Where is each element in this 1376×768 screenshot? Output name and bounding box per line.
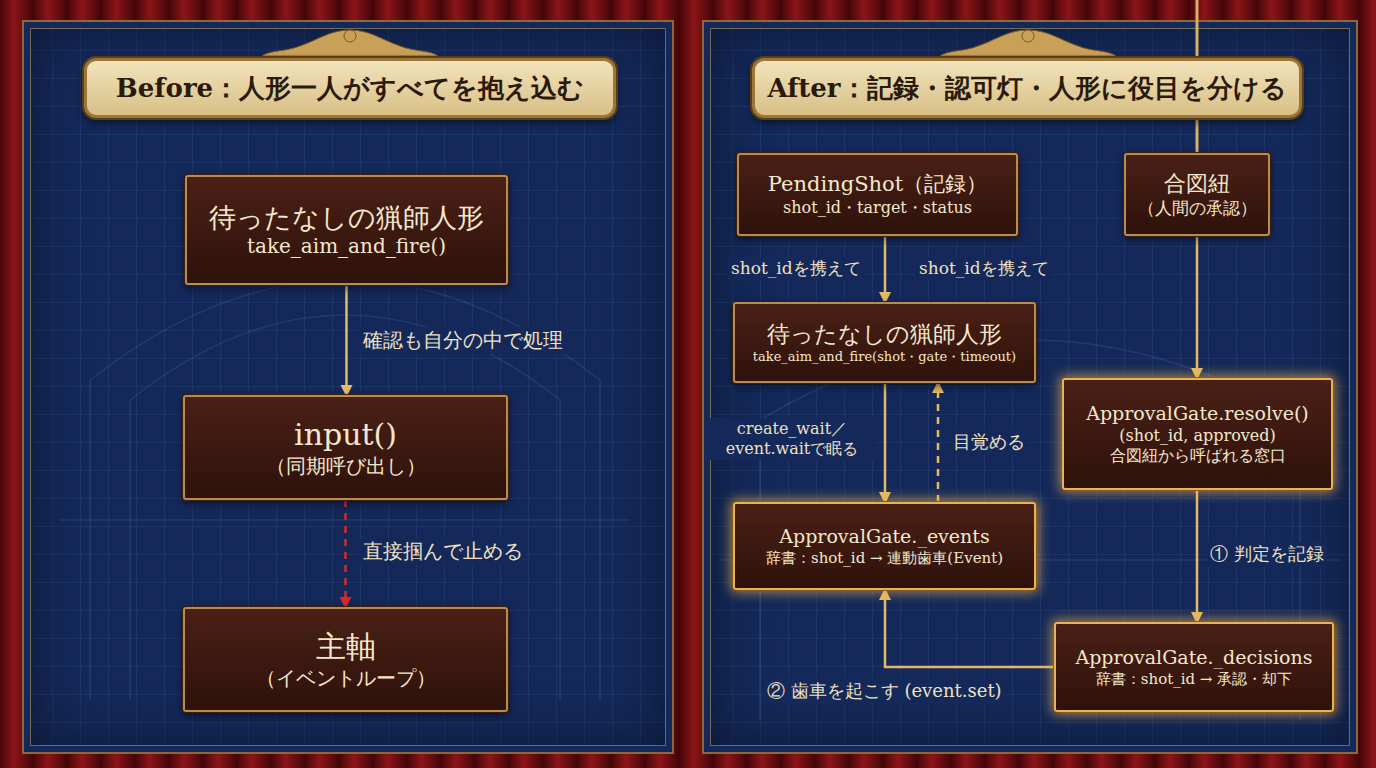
node-heading: Before：人形一人がすべてを抱え込む xyxy=(116,72,584,105)
connector-arrow xyxy=(884,236,887,302)
node-detail: （イベントループ） xyxy=(256,666,436,691)
record-box: PendingShot（記録）shot_id・target・status xyxy=(737,153,1018,236)
edge-label: 確認も自分の中で処理 xyxy=(360,327,566,354)
connector-arrow xyxy=(345,285,348,395)
edge-label: shot_idを携えて xyxy=(916,257,1052,280)
edge-label: ② 歯車を起こす (event.set) xyxy=(764,679,1005,704)
connector-arrow xyxy=(884,383,887,502)
node-heading: ApprovalGate._decisions xyxy=(1075,646,1312,670)
node-heading: input() xyxy=(294,416,397,454)
node-heading: PendingShot（記録） xyxy=(768,171,987,197)
dict-box: ApprovalGate._decisions辞書：shot_id → 承認・却… xyxy=(1054,622,1334,712)
gate-box: ApprovalGate.resolve()(shot_id, approved… xyxy=(1062,378,1333,490)
node-detail: take_aim_and_fire(shot・gate・timeout) xyxy=(753,349,1016,365)
node-heading: ApprovalGate._events xyxy=(779,525,989,549)
node-detail: 合図紐から呼ばれる窓口 xyxy=(1110,446,1286,466)
process-box: 待ったなしの猟師人形take_aim_and_fire() xyxy=(185,175,508,285)
title-plaque: After：記録・認可灯・人形に役目を分ける xyxy=(752,58,1302,118)
edge-label: ① 判定を記録 xyxy=(1207,542,1327,567)
node-heading: After：記録・認可灯・人形に役目を分ける xyxy=(767,72,1286,105)
edge-label: 目覚める xyxy=(950,430,1028,455)
node-heading: 待ったなしの猟師人形 xyxy=(209,201,484,235)
signal-box: 合図紐（人間の承認） xyxy=(1124,153,1270,236)
process-box: 主軸（イベントループ） xyxy=(183,607,508,712)
edge-label: create_wait／ event.waitで眠る xyxy=(708,418,876,460)
node-detail: (shot_id, approved) xyxy=(1119,426,1276,446)
connector-arrow xyxy=(1196,490,1199,622)
connector-arrow xyxy=(1196,236,1199,378)
node-detail: （同期呼び出し） xyxy=(266,454,426,479)
edge-label: 直接掴んで止める xyxy=(360,538,526,565)
title-plaque: Before：人形一人がすべてを抱え込む xyxy=(84,58,616,118)
edge-label: shot_idを携えて xyxy=(728,257,864,280)
connector-arrow xyxy=(937,383,940,502)
node-heading: 合図紐 xyxy=(1164,170,1230,198)
node-detail: 辞書：shot_id → 連動歯車(Event) xyxy=(766,549,1003,568)
node-heading: 主軸 xyxy=(316,628,376,666)
node-detail: （人間の承認） xyxy=(1138,198,1257,219)
node-detail: take_aim_and_fire() xyxy=(247,234,446,259)
process-box: 待ったなしの猟師人形take_aim_and_fire(shot・gate・ti… xyxy=(733,302,1036,383)
node-heading: ApprovalGate.resolve() xyxy=(1086,402,1309,426)
node-detail: shot_id・target・status xyxy=(783,198,972,218)
connector-arrow xyxy=(885,590,1054,667)
node-detail: 辞書：shot_id → 承認・却下 xyxy=(1096,670,1292,689)
node-heading: 待ったなしの猟師人形 xyxy=(767,320,1002,349)
connector-arrow xyxy=(344,500,347,607)
process-box: input()（同期呼び出し） xyxy=(183,395,508,500)
dict-box: ApprovalGate._events辞書：shot_id → 連動歯車(Ev… xyxy=(733,502,1036,590)
